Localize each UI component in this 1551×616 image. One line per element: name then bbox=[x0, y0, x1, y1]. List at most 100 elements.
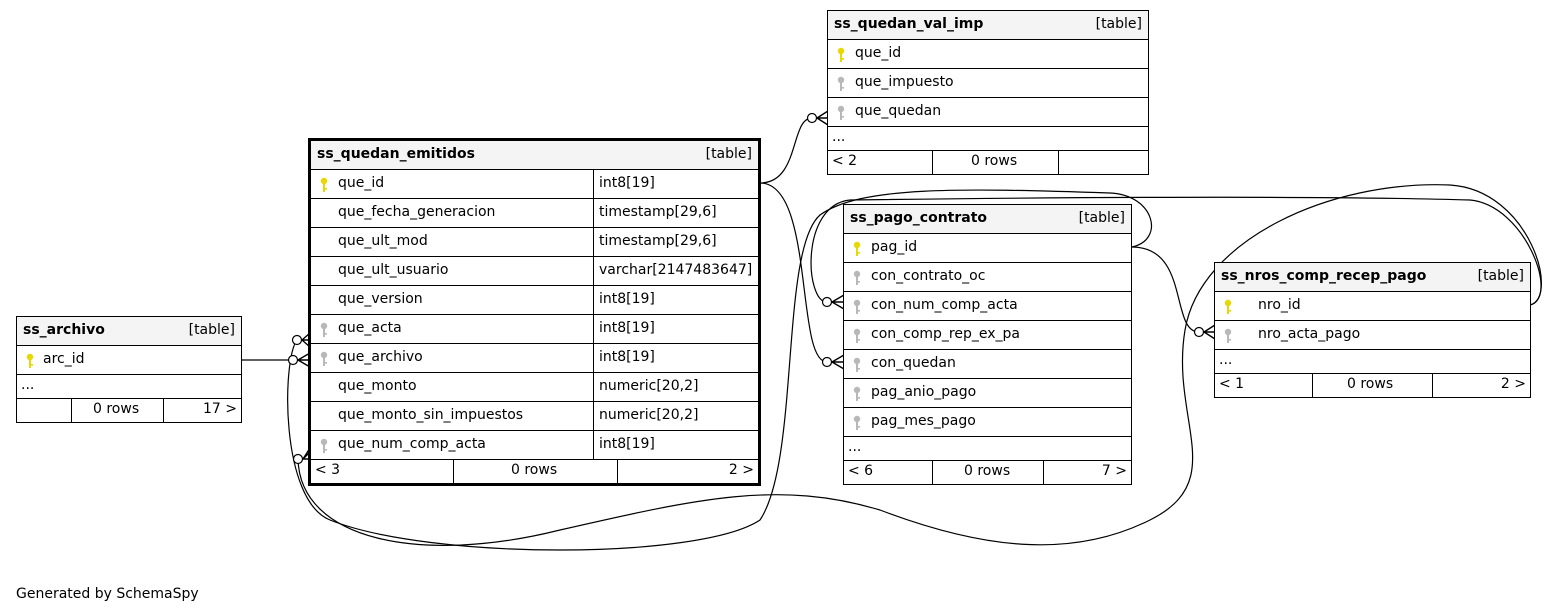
column-name: con_contrato_oc bbox=[871, 268, 986, 284]
foreign-key-icon bbox=[320, 438, 328, 453]
table-ss-archivo[interactable]: ss_archivo [table] arc_id ... 0 rows 17 … bbox=[16, 316, 242, 423]
table-name: ss_quedan_val_imp bbox=[834, 16, 984, 32]
foreign-key-icon bbox=[853, 270, 861, 285]
column-name: que_acta bbox=[338, 320, 402, 336]
column-name: que_ult_mod bbox=[338, 233, 428, 249]
column-name: con_comp_rep_ex_pa bbox=[871, 326, 1020, 342]
column-type: varchar[2147483647] bbox=[599, 262, 753, 278]
column-type: int8[19] bbox=[599, 291, 655, 307]
column-row[interactable]: que_quedan bbox=[828, 98, 1148, 127]
table-name: ss_archivo bbox=[23, 322, 105, 338]
more-columns: ... bbox=[1215, 350, 1530, 374]
table-footer: 0 rows 17 > bbox=[17, 399, 241, 422]
ellipsis: ... bbox=[21, 377, 35, 393]
column-row[interactable]: que_acta int8[19] bbox=[311, 315, 758, 344]
link-que-id-to-con-quedan bbox=[759, 182, 828, 363]
footer-rows: 0 rows bbox=[1347, 376, 1394, 392]
table-ss-nros-comp-recep-pago[interactable]: ss_nros_comp_recep_pago [table] nro_id n… bbox=[1214, 262, 1531, 398]
table-header: ss_nros_comp_recep_pago [table] bbox=[1215, 263, 1530, 292]
footer-left[interactable]: < 6 bbox=[848, 463, 874, 479]
column-row[interactable]: que_ult_mod timestamp[29,6] bbox=[311, 228, 758, 257]
footer-right[interactable]: 2 > bbox=[728, 462, 754, 478]
footer-left[interactable]: < 1 bbox=[1219, 376, 1245, 392]
column-row[interactable]: con_quedan bbox=[844, 350, 1131, 379]
table-header: ss_quedan_emitidos [table] bbox=[311, 141, 758, 170]
primary-key-icon bbox=[837, 47, 845, 62]
column-name: con_num_comp_acta bbox=[871, 297, 1018, 313]
footer-left[interactable]: < 2 bbox=[832, 153, 858, 169]
table-header: ss_quedan_val_imp [table] bbox=[828, 11, 1148, 40]
column-row[interactable]: que_version int8[19] bbox=[311, 286, 758, 315]
ellipsis: ... bbox=[832, 129, 846, 145]
table-ss-quedan-emitidos[interactable]: ss_quedan_emitidos [table] que_id int8[1… bbox=[308, 138, 761, 486]
primary-key-icon bbox=[853, 241, 861, 256]
primary-key-icon bbox=[26, 353, 34, 368]
column-type: int8[19] bbox=[599, 436, 655, 452]
column-row[interactable]: que_id bbox=[828, 40, 1148, 69]
column-name: pag_id bbox=[871, 239, 918, 255]
table-footer: < 2 0 rows bbox=[828, 151, 1148, 174]
column-type: int8[19] bbox=[599, 175, 655, 191]
column-type: numeric[20,2] bbox=[599, 378, 699, 394]
ellipsis: ... bbox=[1219, 352, 1233, 368]
foreign-key-icon bbox=[837, 105, 845, 120]
table-name: ss_pago_contrato bbox=[850, 210, 988, 226]
column-name: que_monto_sin_impuestos bbox=[338, 407, 524, 423]
more-columns: ... bbox=[844, 437, 1131, 461]
column-name: nro_acta_pago bbox=[1258, 326, 1361, 342]
column-name: pag_mes_pago bbox=[871, 413, 976, 429]
more-columns: ... bbox=[17, 375, 241, 399]
column-row[interactable]: con_num_comp_acta bbox=[844, 292, 1131, 321]
foreign-key-icon bbox=[853, 386, 861, 401]
column-name: nro_id bbox=[1258, 297, 1301, 313]
table-footer: < 1 0 rows 2 > bbox=[1215, 374, 1530, 397]
column-row[interactable]: arc_id bbox=[17, 346, 241, 375]
optional-marker bbox=[287, 354, 299, 366]
footer-right[interactable]: 2 > bbox=[1500, 376, 1526, 392]
link-que-id-to-que-quedan bbox=[759, 117, 813, 184]
column-name: que_quedan bbox=[855, 103, 942, 119]
foreign-key-icon bbox=[853, 328, 861, 343]
column-row[interactable]: nro_id bbox=[1215, 292, 1530, 321]
table-ss-pago-contrato[interactable]: ss_pago_contrato [table] pag_id con_cont… bbox=[843, 204, 1132, 485]
column-name: que_id bbox=[338, 175, 385, 191]
foreign-key-icon bbox=[853, 299, 861, 314]
footer-rows: 0 rows bbox=[93, 401, 140, 417]
column-row[interactable]: que_ult_usuario varchar[2147483647] bbox=[311, 257, 758, 286]
table-header: ss_pago_contrato [table] bbox=[844, 205, 1131, 234]
foreign-key-icon bbox=[853, 357, 861, 372]
column-type: timestamp[29,6] bbox=[599, 233, 717, 249]
table-ss-quedan-val-imp[interactable]: ss_quedan_val_imp [table] que_id que_imp… bbox=[827, 10, 1149, 175]
column-row[interactable]: pag_mes_pago bbox=[844, 408, 1131, 437]
footer-right[interactable]: 17 > bbox=[203, 401, 237, 417]
generator-credit: Generated by SchemaSpy bbox=[16, 586, 199, 602]
column-row[interactable]: pag_anio_pago bbox=[844, 379, 1131, 408]
table-name: ss_nros_comp_recep_pago bbox=[1221, 268, 1427, 284]
column-row[interactable]: que_impuesto bbox=[828, 69, 1148, 98]
column-row[interactable]: pag_id bbox=[844, 234, 1131, 263]
column-row[interactable]: que_monto_sin_impuestos numeric[20,2] bbox=[311, 402, 758, 431]
table-kind: [table] bbox=[1477, 268, 1524, 284]
footer-rows: 0 rows bbox=[511, 462, 558, 478]
column-row[interactable]: que_id int8[19] bbox=[311, 170, 758, 199]
column-row[interactable]: que_fecha_generacion timestamp[29,6] bbox=[311, 199, 758, 228]
column-name: que_id bbox=[855, 45, 902, 61]
column-row[interactable]: con_contrato_oc bbox=[844, 263, 1131, 292]
foreign-key-icon bbox=[1224, 328, 1232, 343]
column-name: que_impuesto bbox=[855, 74, 954, 90]
footer-left[interactable]: < 3 bbox=[315, 462, 341, 478]
optional-marker bbox=[292, 453, 304, 465]
column-name: que_version bbox=[338, 291, 423, 307]
column-name: arc_id bbox=[43, 351, 85, 367]
column-row[interactable]: con_comp_rep_ex_pa bbox=[844, 321, 1131, 350]
column-row[interactable]: que_num_comp_acta int8[19] bbox=[311, 431, 758, 460]
table-kind: [table] bbox=[188, 322, 235, 338]
table-footer: < 3 0 rows 2 > bbox=[311, 460, 758, 483]
column-row[interactable]: nro_acta_pago bbox=[1215, 321, 1530, 350]
footer-right[interactable]: 7 > bbox=[1101, 463, 1127, 479]
column-name: que_archivo bbox=[338, 349, 423, 365]
column-row[interactable]: que_monto numeric[20,2] bbox=[311, 373, 758, 402]
table-kind: [table] bbox=[1095, 16, 1142, 32]
column-row[interactable]: que_archivo int8[19] bbox=[311, 344, 758, 373]
optional-marker bbox=[821, 356, 833, 368]
